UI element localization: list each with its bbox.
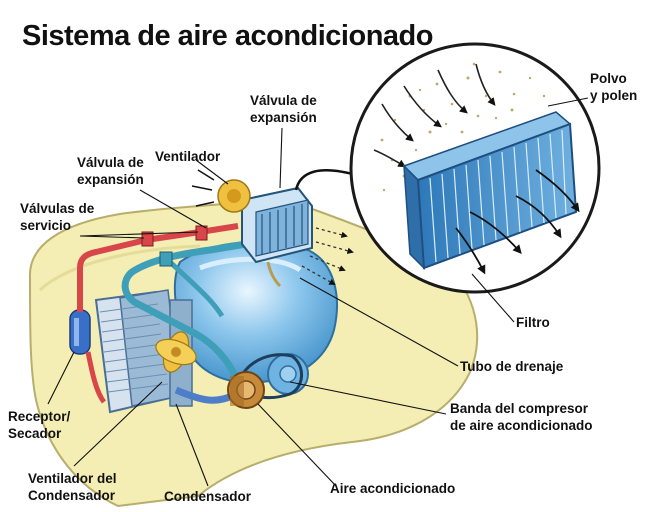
label-line: expansión: [77, 172, 144, 187]
high-pressure-line: [77, 223, 239, 312]
low-pressure-line: [121, 240, 247, 380]
service-valve-1: [141, 231, 154, 247]
label-line: Secador: [8, 426, 62, 441]
label-line: Condensador: [28, 488, 116, 503]
receiver-drier: [69, 309, 91, 355]
label-valvula-expansion-top: Válvula de expansión: [250, 92, 317, 126]
blower-fan: [191, 169, 251, 213]
label-tubo-drenaje: Tubo de drenaje: [460, 359, 564, 374]
label-valvula-expansion-left: Válvula de expansión: [77, 154, 144, 188]
label-line: Banda del compresor: [450, 401, 589, 416]
ac-compressor: [227, 371, 265, 409]
label-line: Ventilador del: [28, 471, 117, 486]
evaporator-box: [241, 186, 313, 288]
label-valvulas-servicio: Válvulas de servicio: [20, 200, 94, 234]
label-ventilador: Ventilador: [155, 149, 221, 164]
label-line: Válvulas de: [20, 201, 95, 216]
diagram-title: Sistema de aire acondicionado: [22, 20, 433, 52]
label-line: y polen: [590, 88, 638, 103]
label-line: Válvula de: [77, 155, 144, 170]
label-receptor-secador: Receptor/ Secador: [8, 408, 70, 442]
cool-air-arrows: [301, 227, 354, 285]
label-line: Polvo: [590, 71, 627, 86]
label-condensador: Condensador: [164, 489, 252, 504]
label-banda-compresor: Banda del compresor de aire acondicionad…: [450, 400, 593, 434]
label-line: Válvula de: [250, 93, 317, 108]
label-filtro: Filtro: [516, 315, 550, 330]
label-line: servicio: [20, 218, 72, 233]
label-polvo-polen: Polvo y polen: [590, 70, 637, 104]
label-line: de aire acondicionado: [450, 418, 593, 433]
label-aire-acondicionado: Aire acondicionado: [330, 481, 456, 496]
label-ventilador-condensador: Ventilador del Condensador: [28, 470, 117, 504]
filter-zoom-circle: [349, 42, 601, 294]
condenser-radiator: [94, 289, 193, 414]
zoom-connector: [294, 167, 364, 191]
condenser-fan: [155, 331, 197, 373]
label-line: expansión: [250, 110, 317, 125]
label-line: Receptor/: [8, 409, 71, 424]
